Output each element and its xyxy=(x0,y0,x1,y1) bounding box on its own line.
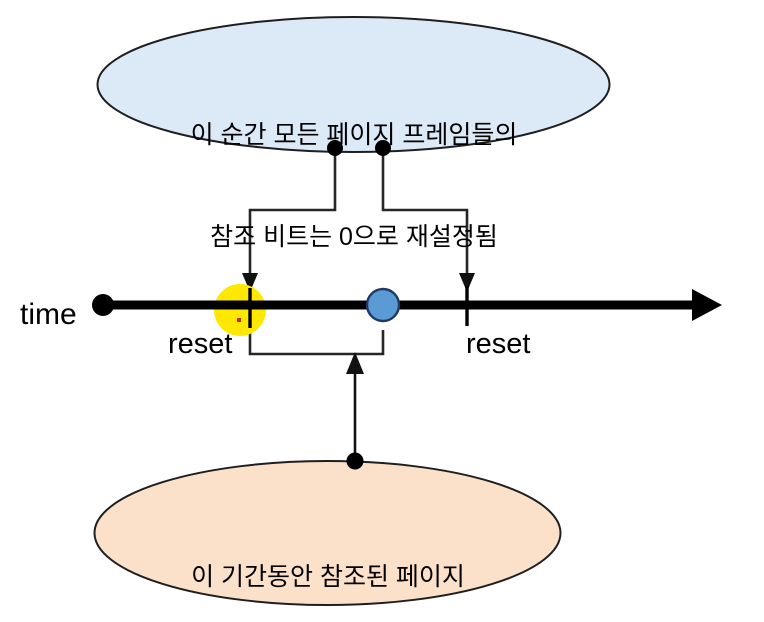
top-callout-anchor-dot-left xyxy=(327,140,343,156)
bottom-callout-anchor-dot xyxy=(346,452,364,470)
page-reference-blue-marker xyxy=(365,287,401,323)
top-connector-left-path xyxy=(248,148,337,276)
bottom-callout-ellipse xyxy=(93,460,562,606)
top-connector-right-path xyxy=(381,148,469,276)
reset-event-2-label: reset xyxy=(466,328,531,360)
bottom-interval-bracket-path xyxy=(248,330,385,356)
reset-event-1-yellow-marker xyxy=(214,284,266,336)
reset-event-1-red-dot xyxy=(237,318,241,322)
reset-event-1-label: reset xyxy=(168,328,233,360)
bottom-connector-arrowhead xyxy=(346,352,364,374)
timeline-axis-label: time xyxy=(20,298,77,331)
top-callout-anchor-dot-right xyxy=(375,140,391,156)
top-callout-ellipse xyxy=(96,16,611,153)
timeline-arrowhead xyxy=(692,289,722,321)
top-connector-right-arrowhead xyxy=(459,273,475,292)
top-connector-left-arrowhead xyxy=(242,273,258,292)
